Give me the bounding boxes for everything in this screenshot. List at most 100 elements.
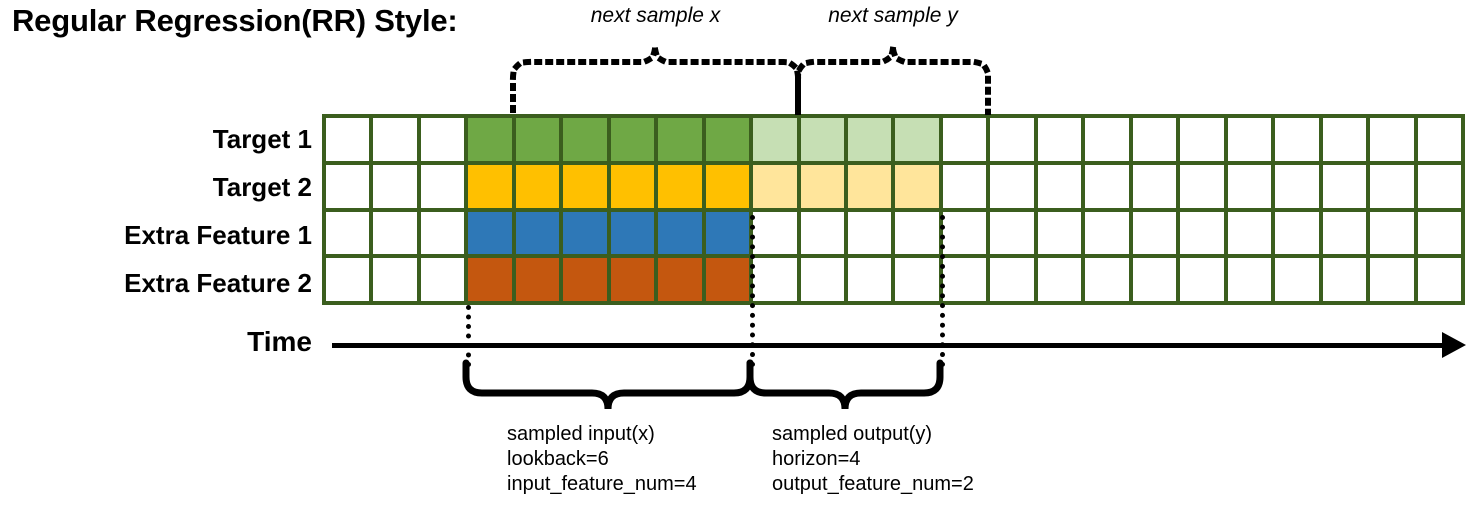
caption-output-line-1: sampled output(y) <box>772 423 933 445</box>
grid-cell <box>420 164 465 208</box>
grid-cell <box>420 258 465 301</box>
time-axis-arrow-icon <box>1442 332 1466 358</box>
grid-cell <box>658 118 702 161</box>
page-title: Regular Regression(RR) Style: <box>12 3 458 38</box>
grid-cell <box>1180 258 1224 301</box>
grid-cell <box>563 164 607 208</box>
grid-cell <box>705 118 750 161</box>
grid-cell <box>848 164 892 208</box>
grid-cell <box>326 118 370 161</box>
grid-cell <box>373 258 417 301</box>
grid-cell <box>610 118 655 161</box>
grid-cell <box>800 118 845 161</box>
grid-cell <box>1370 118 1414 161</box>
grid-cell <box>1227 118 1272 161</box>
grid-cell <box>1037 118 1082 161</box>
caption-output-line-2: horizon=4 <box>772 448 861 470</box>
grid-cell <box>1085 258 1129 301</box>
brace-sampled-output-icon <box>746 359 944 410</box>
grid-cell <box>563 211 607 255</box>
grid-cell <box>942 118 987 161</box>
grid-cell <box>942 164 987 208</box>
grid-cell <box>1132 258 1177 301</box>
grid-cell <box>373 118 417 161</box>
grid-cell <box>753 164 797 208</box>
grid-cell <box>895 118 939 161</box>
grid-cell <box>1417 118 1461 161</box>
caption-sampled-output: sampled output(y) horizon=4 output_featu… <box>772 422 974 497</box>
grid-cell <box>1275 258 1319 301</box>
row-label-extra-feature-1: Extra Feature 1 <box>124 220 312 250</box>
grid-cell <box>753 118 797 161</box>
grid-cell <box>1370 258 1414 301</box>
grid-cell <box>326 164 370 208</box>
grid-cell <box>420 118 465 161</box>
grid-cell <box>1322 211 1367 255</box>
grid-cell <box>610 258 655 301</box>
grid-cell <box>990 211 1034 255</box>
axis-label-time: Time <box>247 326 312 357</box>
grid-cell <box>468 258 512 301</box>
grid-cell <box>895 258 939 301</box>
grid-cell <box>753 258 797 301</box>
grid-cell <box>1227 164 1272 208</box>
grid-cell <box>990 118 1034 161</box>
caption-input-line-3: input_feature_num=4 <box>507 473 697 495</box>
grid-cell <box>942 211 987 255</box>
brace-sampled-input-icon <box>462 359 754 410</box>
grid-cell <box>848 258 892 301</box>
grid-cell <box>326 258 370 301</box>
grid-cell <box>705 164 750 208</box>
grid-cell <box>1370 164 1414 208</box>
annotation-next-sample-x: next sample x <box>590 4 721 27</box>
grid-cell <box>1227 258 1272 301</box>
grid-cell <box>1417 258 1461 301</box>
grid-cell <box>1322 118 1367 161</box>
grid-cell <box>658 164 702 208</box>
grid-cell <box>468 211 512 255</box>
grid-cell <box>1322 164 1367 208</box>
row-label-target-1: Target 1 <box>212 124 312 154</box>
row-label-extra-feature-2: Extra Feature 2 <box>124 268 312 298</box>
row-label-group: Target 1 Target 2 Extra Feature 1 Extra … <box>0 0 312 516</box>
grid-cell <box>326 211 370 255</box>
grid-cell <box>1132 164 1177 208</box>
grid-cell <box>1227 211 1272 255</box>
grid-cell <box>1275 211 1319 255</box>
grid-cell <box>990 164 1034 208</box>
grid-cell <box>1180 118 1224 161</box>
grid-cell <box>800 211 845 255</box>
brace-next-sample-x-icon <box>510 45 801 115</box>
grid-cell <box>515 211 560 255</box>
grid-cell <box>373 164 417 208</box>
grid-cell <box>420 211 465 255</box>
grid-cell <box>1085 211 1129 255</box>
grid-cell <box>753 211 797 255</box>
grid-cell <box>942 258 987 301</box>
grid-cell <box>515 164 560 208</box>
grid-cell <box>895 164 939 208</box>
grid-cell <box>1275 118 1319 161</box>
brace-next-sample-y-icon <box>795 45 991 115</box>
grid-cell <box>563 118 607 161</box>
grid-cell <box>1417 164 1461 208</box>
grid-cell <box>468 164 512 208</box>
grid-cell <box>1180 211 1224 255</box>
grid-cell <box>1322 258 1367 301</box>
grid-cell <box>848 118 892 161</box>
grid-cell <box>610 164 655 208</box>
grid-cell <box>1037 164 1082 208</box>
grid-cell <box>1085 118 1129 161</box>
grid-cell <box>895 211 939 255</box>
caption-input-line-1: sampled input(x) <box>507 423 655 445</box>
grid-cell <box>658 211 702 255</box>
dropline-input-start <box>466 305 471 367</box>
grid-cell <box>1085 164 1129 208</box>
dropline-output-end <box>940 215 945 367</box>
row-label-target-2: Target 2 <box>212 172 312 202</box>
caption-sampled-input: sampled input(x) lookback=6 input_featur… <box>507 422 697 497</box>
timeline-grid <box>322 114 1465 305</box>
time-axis-line <box>332 343 1448 348</box>
grid-cell <box>1417 211 1461 255</box>
